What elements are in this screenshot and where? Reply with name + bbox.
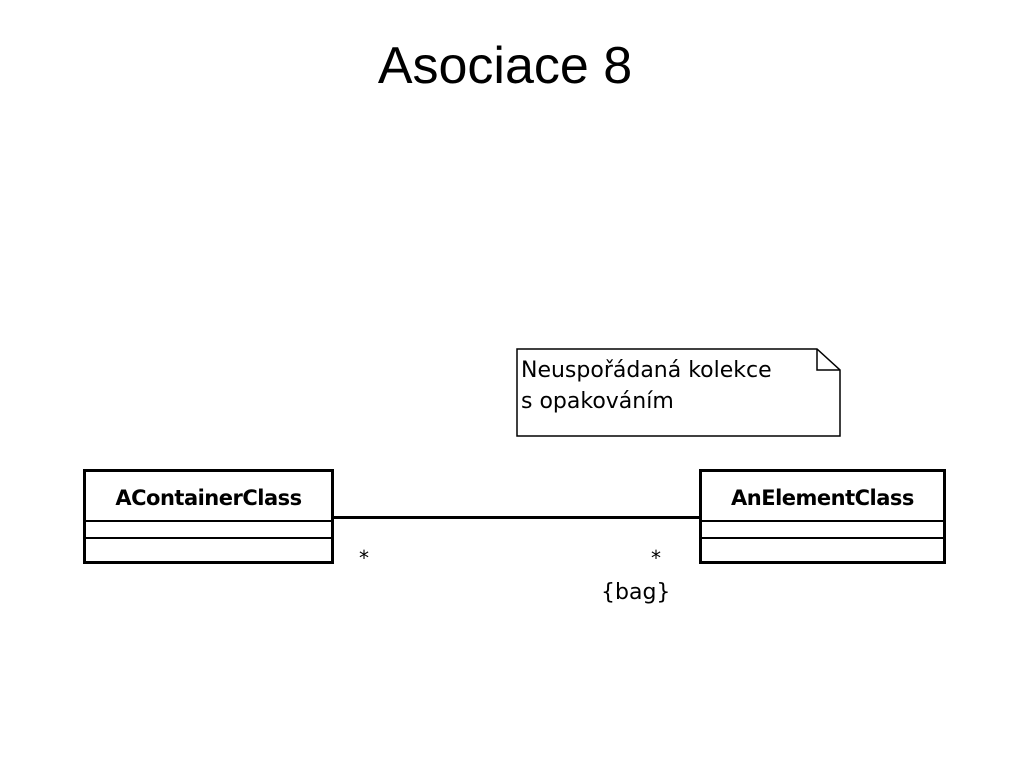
class-attributes-compartment [86, 522, 331, 539]
class-name: AContainerClass [86, 472, 331, 522]
note-text: Neuspořádaná kolekce s opakováním [521, 355, 811, 417]
note-line-1: Neuspořádaná kolekce [521, 358, 772, 383]
class-acontainerclass[interactable]: AContainerClass [83, 469, 334, 564]
class-name: AnElementClass [702, 472, 943, 522]
association-line[interactable] [334, 516, 699, 519]
multiplicity-left: * [359, 546, 369, 570]
class-anelementclass[interactable]: AnElementClass [699, 469, 946, 564]
association-constraint: {bag} [601, 580, 671, 605]
class-operations-compartment [702, 539, 943, 559]
note-line-2: s opakováním [521, 389, 674, 414]
class-attributes-compartment [702, 522, 943, 539]
multiplicity-right: * [651, 546, 661, 570]
note-shape [516, 348, 841, 437]
slide-title: Asociace 8 [377, 37, 633, 95]
class-operations-compartment [86, 539, 331, 559]
